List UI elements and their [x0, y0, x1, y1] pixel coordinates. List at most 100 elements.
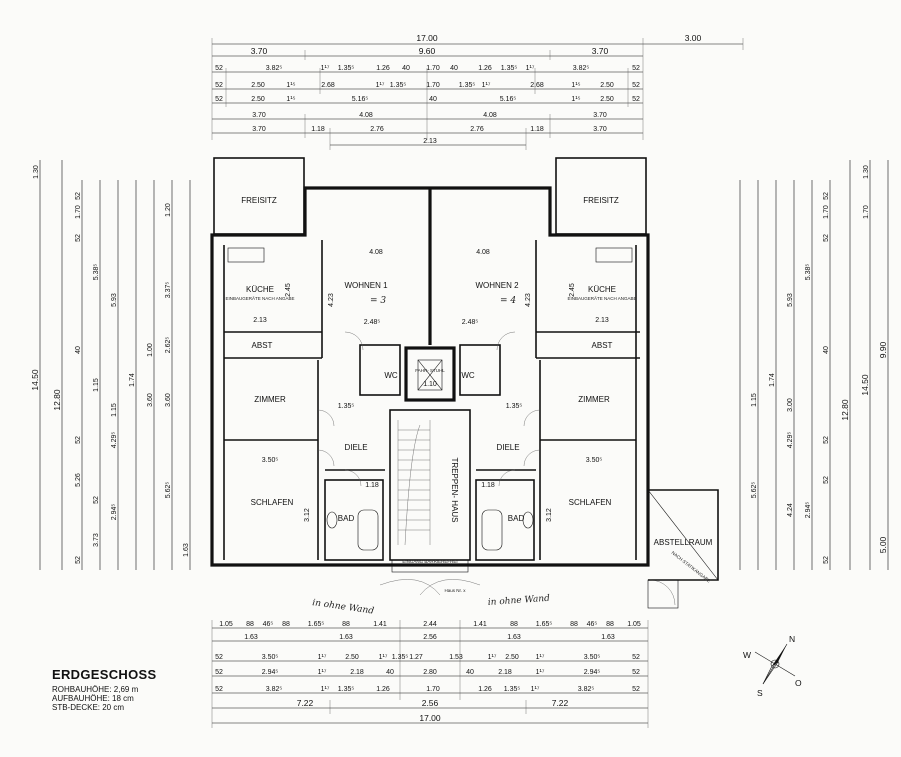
- svg-text:2.76: 2.76: [370, 126, 384, 133]
- svg-text:3.60: 3.60: [165, 393, 172, 407]
- top-row-6: 2.13: [423, 138, 437, 145]
- svg-text:52: 52: [75, 556, 82, 564]
- left-sub-1: 1.30: [33, 165, 40, 179]
- top-extra-dim: 3.00: [685, 33, 702, 43]
- svg-text:1.18: 1.18: [311, 126, 325, 133]
- room-treppenhaus: TREPPEN- HAUS: [450, 458, 459, 523]
- kueche-note-right: EINBAUGERÄTE NACH ANGABE: [567, 295, 636, 301]
- svg-text:52: 52: [823, 192, 830, 200]
- svg-text:2.13: 2.13: [595, 317, 609, 324]
- svg-text:2.50: 2.50: [251, 82, 265, 89]
- svg-text:3.82⁵: 3.82⁵: [573, 65, 590, 72]
- svg-text:1¹⁷: 1¹⁷: [536, 654, 545, 661]
- spec-rohbauhoehe: ROHBAUHÖHE: 2,69 m: [52, 685, 139, 694]
- top-row-2: 52 2.50 1¹⁵ 2.68 1¹⁷ 1.35⁵ 1.70 1.35⁵ 1¹…: [215, 82, 640, 89]
- compass-o: O: [795, 678, 802, 688]
- svg-text:2.50: 2.50: [251, 96, 265, 103]
- svg-text:2.50: 2.50: [600, 82, 614, 89]
- svg-text:52: 52: [823, 436, 830, 444]
- svg-text:1.00: 1.00: [147, 343, 154, 357]
- top-row-1: 52 3.82⁵ 1¹⁷ 1.35⁵ 1.26 40 1.70 40 1.26 …: [215, 65, 640, 72]
- svg-text:52: 52: [215, 669, 223, 676]
- svg-text:52: 52: [215, 82, 223, 89]
- svg-text:3.73: 3.73: [93, 533, 100, 547]
- svg-text:88: 88: [570, 621, 578, 628]
- svg-text:1.35⁵: 1.35⁵: [338, 65, 355, 72]
- svg-text:1.63: 1.63: [183, 543, 190, 557]
- svg-text:40: 40: [450, 65, 458, 72]
- svg-text:1.05: 1.05: [627, 621, 641, 628]
- svg-text:1.26: 1.26: [478, 686, 492, 693]
- svg-text:2.80: 2.80: [423, 669, 437, 676]
- svg-text:1.35⁵: 1.35⁵: [392, 654, 409, 661]
- room-freisitz-left: FREISITZ: [241, 196, 277, 205]
- abstellraum-outline: [648, 489, 719, 581]
- svg-text:52: 52: [75, 192, 82, 200]
- svg-text:5.38⁵: 5.38⁵: [93, 264, 100, 281]
- lift-shaft: [404, 346, 456, 402]
- svg-text:4.08: 4.08: [359, 112, 373, 119]
- room-zimmer-left: ZIMMER: [254, 395, 286, 404]
- svg-text:46⁵: 46⁵: [263, 621, 274, 628]
- svg-text:1.18: 1.18: [530, 126, 544, 133]
- svg-text:1.35⁵: 1.35⁵: [390, 82, 407, 89]
- svg-text:2.94⁵: 2.94⁵: [805, 502, 812, 519]
- room-labels: FREISITZ FREISITZ KÜCHE KÜCHE EINBAUGERÄ…: [225, 196, 712, 593]
- svg-text:4.08: 4.08: [483, 112, 497, 119]
- svg-text:1.35⁵: 1.35⁵: [501, 65, 518, 72]
- svg-text:1.18: 1.18: [481, 482, 495, 489]
- svg-text:52: 52: [823, 556, 830, 564]
- svg-text:2.13: 2.13: [253, 317, 267, 324]
- svg-text:52: 52: [215, 686, 223, 693]
- svg-text:5.16⁵: 5.16⁵: [500, 96, 517, 103]
- svg-text:1.05: 1.05: [219, 621, 233, 628]
- svg-text:1¹⁷: 1¹⁷: [318, 654, 327, 661]
- svg-text:52: 52: [632, 96, 640, 103]
- svg-text:1.15: 1.15: [111, 403, 118, 417]
- svg-text:88: 88: [246, 621, 254, 628]
- handwritten-bottom-left: in ohne Wand: [312, 598, 375, 617]
- svg-text:2.45: 2.45: [285, 283, 292, 297]
- svg-text:40: 40: [386, 669, 394, 676]
- svg-text:2.68: 2.68: [321, 82, 335, 89]
- svg-text:52: 52: [632, 65, 640, 72]
- svg-text:1¹⁵: 1¹⁵: [571, 82, 580, 89]
- svg-text:52: 52: [632, 82, 640, 89]
- left-total-dim: 14.50: [30, 369, 40, 391]
- svg-text:2.68: 2.68: [530, 82, 544, 89]
- svg-text:4.23: 4.23: [525, 293, 532, 307]
- svg-text:12.80: 12.80: [840, 399, 850, 421]
- svg-text:5.00: 5.00: [878, 536, 888, 553]
- svg-text:3.00: 3.00: [787, 398, 794, 412]
- svg-text:46⁵: 46⁵: [587, 621, 598, 628]
- svg-text:3.82⁵: 3.82⁵: [266, 65, 283, 72]
- svg-text:52: 52: [75, 436, 82, 444]
- svg-text:1.65⁵: 1.65⁵: [536, 621, 553, 628]
- svg-text:5.38⁵: 5.38⁵: [805, 264, 812, 281]
- svg-text:5.16⁵: 5.16⁵: [352, 96, 369, 103]
- svg-text:1.70: 1.70: [426, 686, 440, 693]
- svg-text:1.74: 1.74: [769, 373, 776, 387]
- svg-text:1.70: 1.70: [823, 205, 830, 219]
- svg-text:2.94⁵: 2.94⁵: [584, 669, 601, 676]
- room-kueche-left: KÜCHE: [246, 285, 274, 294]
- svg-text:1.15: 1.15: [751, 393, 758, 407]
- svg-text:3.37⁵: 3.37⁵: [165, 282, 172, 299]
- room-wc-left: WC: [384, 371, 398, 380]
- room-kueche-right: KÜCHE: [588, 285, 616, 294]
- svg-text:3.70: 3.70: [252, 112, 266, 119]
- top-total-dim: 17.00: [416, 33, 438, 43]
- svg-text:1.35⁵: 1.35⁵: [504, 686, 521, 693]
- compass-n: N: [789, 634, 795, 644]
- svg-text:1.74: 1.74: [129, 373, 136, 387]
- svg-text:5.93: 5.93: [111, 293, 118, 307]
- bottom-row-3: 52 3.50⁵ 1¹⁷ 2.50 1¹⁷ 1.35⁵ 1.27 1.53 1¹…: [215, 654, 640, 661]
- svg-text:1.15: 1.15: [93, 378, 100, 392]
- title-block: ERDGESCHOSS ROHBAUHÖHE: 2,69 m AUFBAUHÖH…: [52, 667, 156, 712]
- room-bad-right: BAD: [508, 514, 525, 523]
- svg-text:3.70: 3.70: [252, 126, 266, 133]
- svg-text:88: 88: [606, 621, 614, 628]
- svg-text:1.41: 1.41: [373, 621, 387, 628]
- abstellraum-note: NACH STATIKANGABE: [671, 550, 712, 583]
- left-dimension-chains: 14.50 1.30 12.80 52 1.70 52 5.38⁵ 5.93 4…: [30, 160, 191, 570]
